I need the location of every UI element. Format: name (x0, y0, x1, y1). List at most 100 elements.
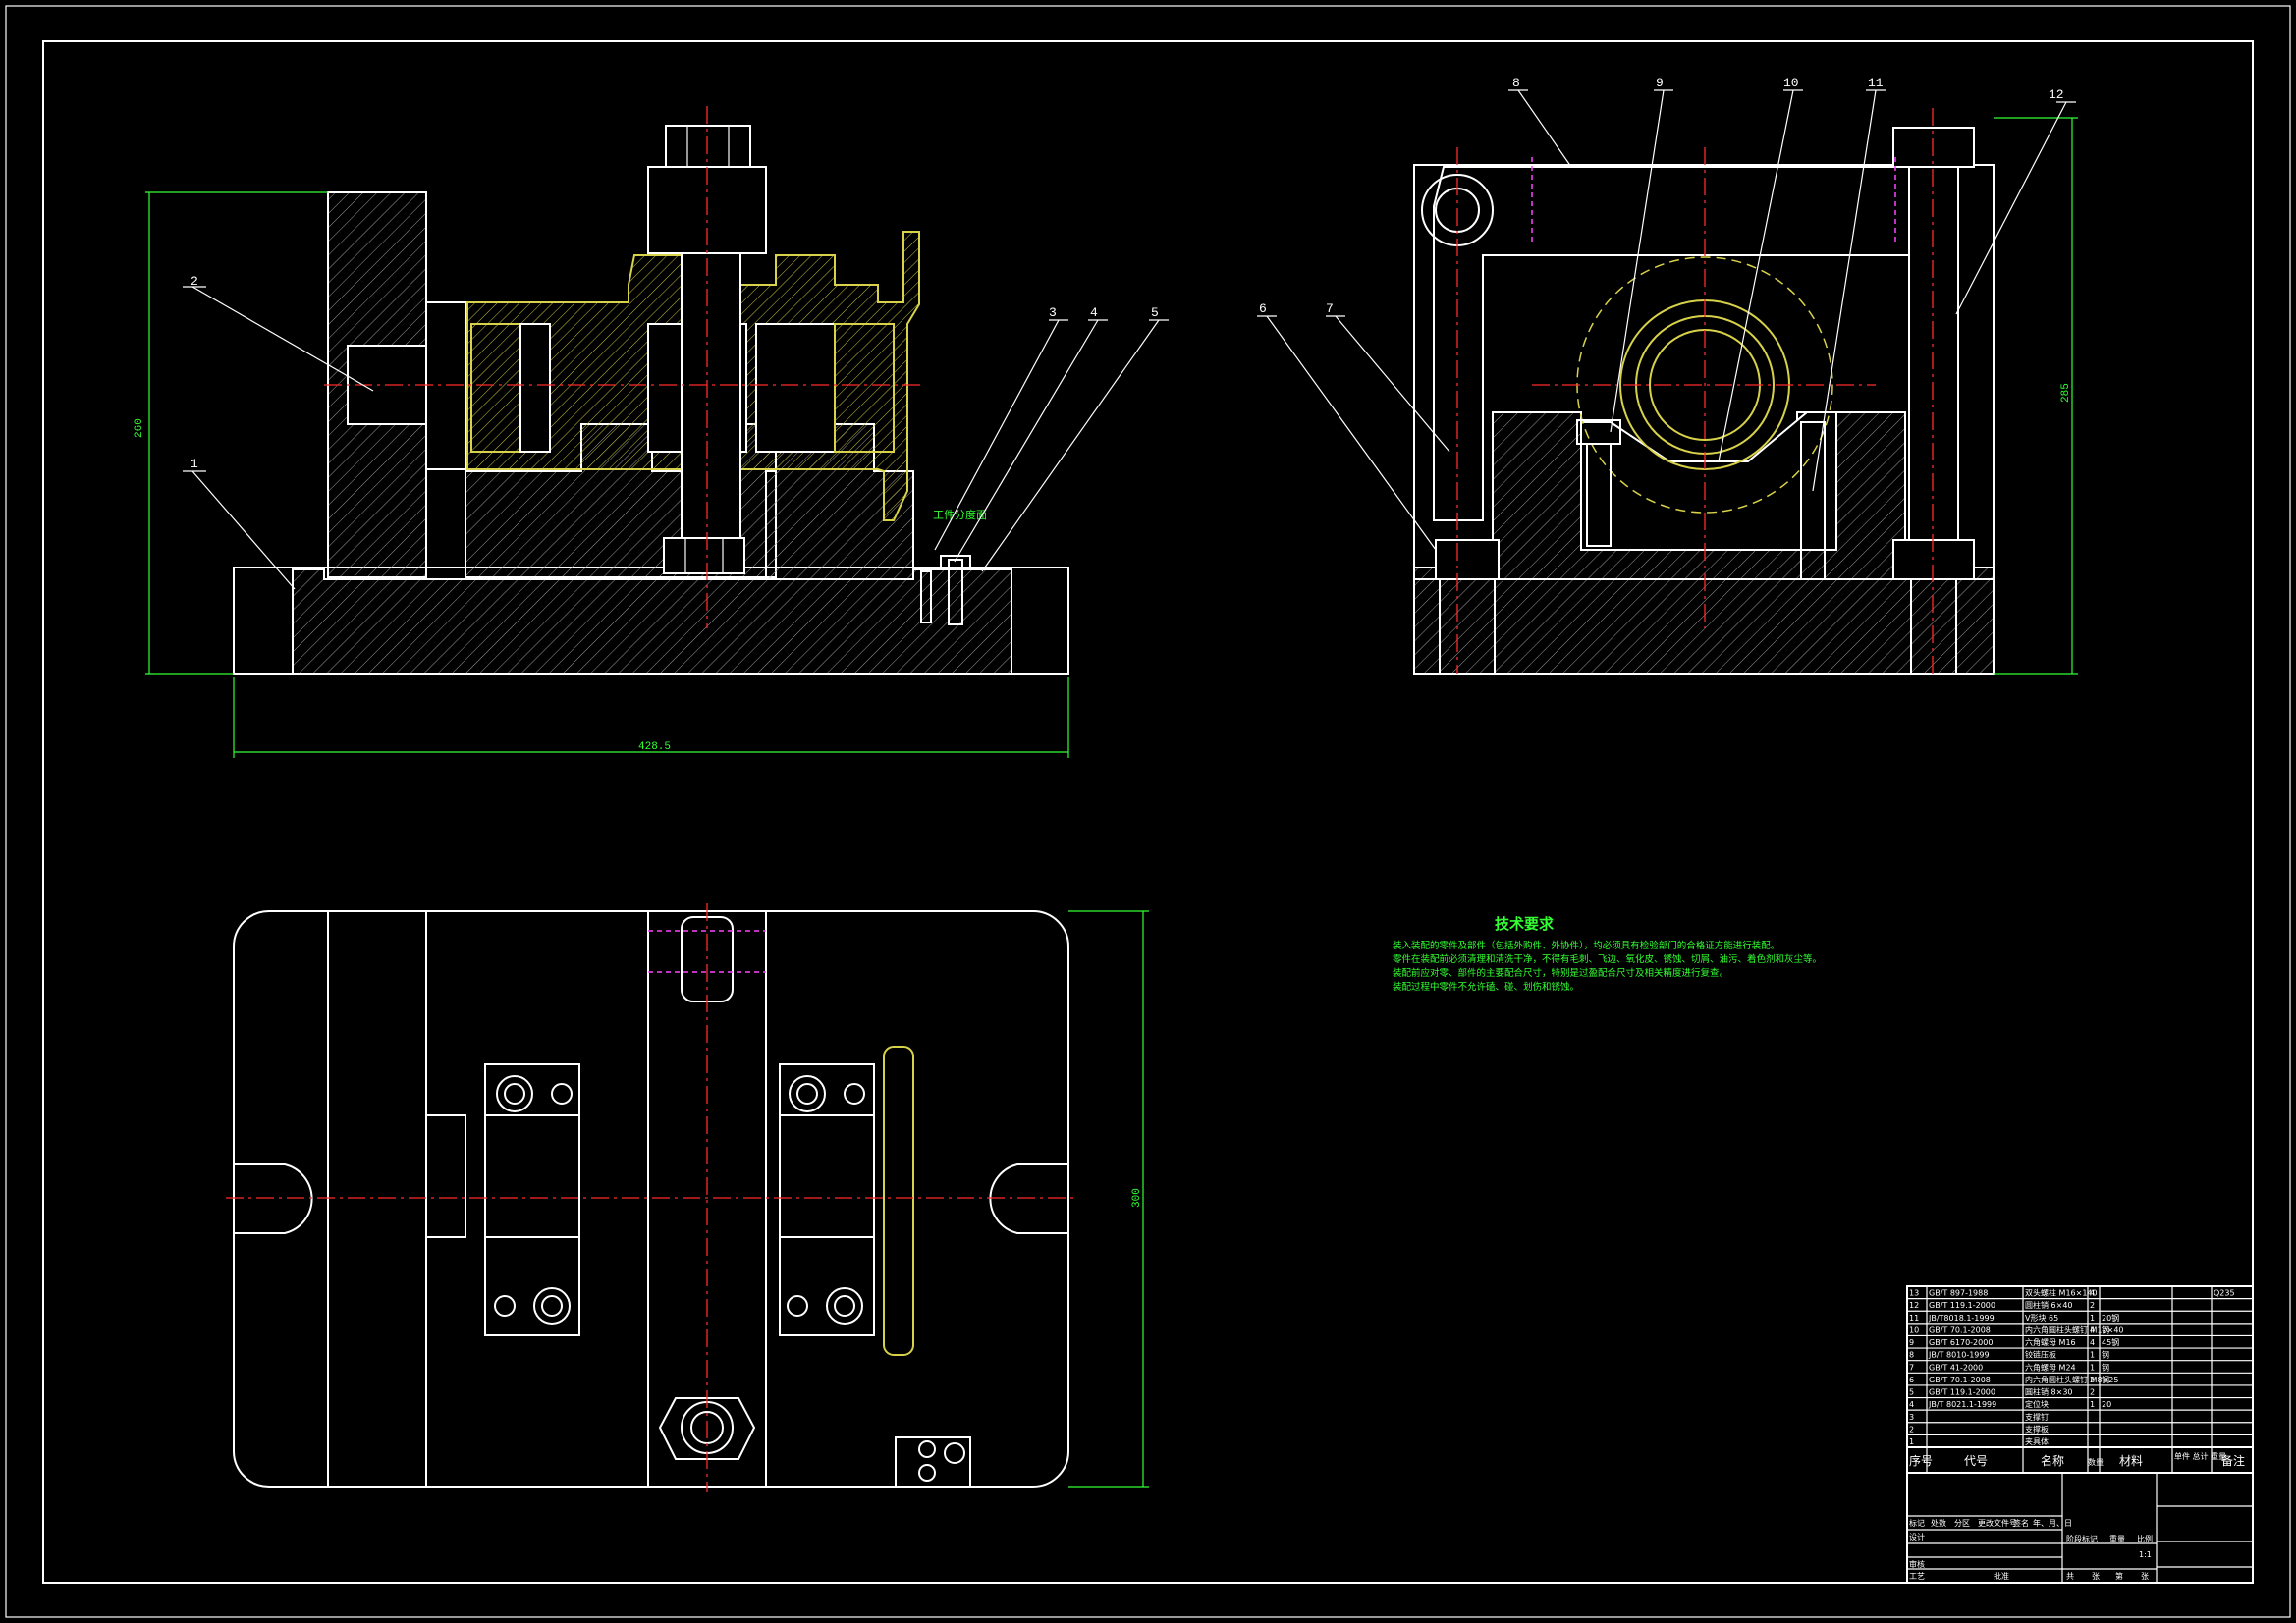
callout-11: 11 (1868, 76, 1884, 90)
bom-cell-name: V形块 65 (2025, 1313, 2058, 1323)
sign-mark: 标记 (1909, 1518, 1925, 1528)
callout-9: 9 (1656, 76, 1664, 90)
bom-cell-no: 7 (1909, 1363, 1914, 1372)
role-review: 审核 (1909, 1559, 1925, 1569)
bom-cell-no: 11 (1909, 1314, 1919, 1323)
side-height-dim: 285 (2060, 383, 2072, 403)
sheet-no-2: 张 (2141, 1572, 2149, 1581)
bom-cell-no: 3 (1909, 1413, 1914, 1422)
bom-cell-code: GB/T 6170-2000 (1929, 1338, 1993, 1347)
scale-label: 比例 (2137, 1534, 2153, 1543)
side-stud (1908, 166, 1959, 541)
top-nut-hex (658, 1397, 756, 1460)
bom-cell-code: GB/T 119.1-2000 (1929, 1388, 1995, 1397)
top-height-dim: 300 (1131, 1188, 1143, 1208)
bom-cell-no: 1 (1909, 1437, 1914, 1446)
bom-cell-no: 9 (1909, 1338, 1914, 1347)
bom-cell-code: GB/T 41-2000 (1929, 1363, 1983, 1372)
role-process: 工艺 (1909, 1572, 1925, 1581)
top-base-outline (233, 910, 1069, 1488)
side-base (1413, 567, 1995, 675)
u-slot-right (989, 1163, 1068, 1234)
bom-cell-qty: 1 (2090, 1314, 2095, 1323)
stud (681, 252, 741, 539)
callout-2: 2 (191, 274, 198, 289)
bom-cell-material: 钢 (2102, 1375, 2109, 1384)
bom-cell-no: 4 (1909, 1400, 1914, 1409)
side-top-nut (1892, 127, 1975, 168)
stage-label: 阶段标记 (2066, 1534, 2098, 1543)
bom-cell-qty: 2 (2090, 1388, 2095, 1397)
side-view: 285 6 7 8 9 10 11 12 (1257, 76, 2078, 675)
u-slot-left (234, 1163, 313, 1234)
bom-cell-material: 20 (2102, 1400, 2111, 1409)
bom-cell-no: 6 (1909, 1376, 1914, 1384)
callout-8: 8 (1512, 76, 1520, 90)
outer-border (5, 5, 2291, 1618)
bom-cell-name: 内六角圆柱头螺钉 M8×25 (2025, 1375, 2118, 1384)
tech-line-3: 装配前应对零、部件的主要配合尺寸，特别是过盈配合尺寸及相关精度进行复查。 (1393, 967, 1728, 979)
bom-cell-no: 5 (1909, 1388, 1914, 1397)
bom-cell-name: 铰链压板 (2025, 1350, 2056, 1360)
tech-line-2: 零件在装配前必须清理和清洗干净，不得有毛刺、飞边、氧化皮、锈蚀、切屑、油污、着色… (1393, 953, 1822, 965)
bom-cell-name: 支撑钉 (2025, 1412, 2049, 1422)
front-height-dim: 260 (134, 418, 145, 438)
callout-1: 1 (191, 457, 198, 471)
bom-cell-qty: 1 (2090, 1400, 2095, 1409)
bom-header-code: 代号 (1964, 1454, 1988, 1468)
sheet-total-1: 共 (2066, 1572, 2074, 1581)
technical-requirements: 技术要求 装入装配的零件及部件（包括外购件、外协件），均必须具有检验部门的合格证… (1393, 915, 1822, 993)
callout-4: 4 (1090, 305, 1098, 320)
bom-cell-name: 双头螺柱 M16×140 (2025, 1288, 2098, 1298)
top-view: 300 (226, 903, 1149, 1492)
front-base-section (292, 568, 1012, 675)
bom-cell-code: GB/T 70.1-2008 (1929, 1325, 1991, 1334)
top-locator-block (895, 1436, 971, 1488)
front-width-dim: 428.5 (638, 741, 671, 753)
tech-line-4: 装配过程中零件不允许磕、碰、划伤和锈蚀。 (1393, 981, 1579, 993)
bom-cell-code: GB/T 70.1-2008 (1929, 1376, 1991, 1384)
bom-cell-material: 钢 (2102, 1362, 2109, 1372)
inner-border (42, 40, 2254, 1584)
role-approve: 批准 (1994, 1571, 2009, 1581)
role-design: 设计 (1909, 1532, 1925, 1542)
bom-cell-qty: 1 (2090, 1363, 2095, 1372)
bom-cell-material: 45钢 (2102, 1337, 2119, 1347)
bom-cell-qty: 4 (2090, 1338, 2095, 1347)
bom-cell-material: 20钢 (2102, 1313, 2119, 1323)
bom-cell-name: 内六角圆柱头螺钉 M12×40 (2025, 1325, 2124, 1334)
bom-cell-code: JB/T 8021.1-1999 (1928, 1400, 1996, 1409)
tech-title: 技术要求 (1495, 915, 1555, 933)
callout-12: 12 (2049, 87, 2064, 102)
bom-cell-no: 8 (1909, 1351, 1914, 1360)
sign-zone: 分区 (1954, 1519, 1970, 1528)
bom-cell-qty: 1 (2090, 1351, 2095, 1360)
bottom-nut (663, 537, 745, 574)
bom-cell-name: 六角螺母 M24 (2025, 1362, 2076, 1372)
bom-cell-name: 定位块 (2025, 1399, 2049, 1409)
sign-doc: 更改文件号 (1978, 1518, 2017, 1528)
bom-cell-code: JB/T8018.1-1999 (1928, 1314, 1995, 1323)
bom-cell-material: 钢 (2102, 1325, 2109, 1334)
front-view: 260 428.5 工件分度面 1 2 3 4 5 (134, 106, 1169, 758)
bom-header-name: 名称 (2041, 1453, 2064, 1468)
bom-cell-no: 10 (1909, 1325, 1919, 1334)
callout-10: 10 (1783, 76, 1799, 90)
bom-header-no: 序号 (1909, 1453, 1933, 1468)
front-note: 工件分度面 (933, 508, 987, 522)
bom-cell-qty: 2 (2090, 1301, 2095, 1310)
callout-5: 5 (1151, 305, 1159, 320)
bom-cell-qty: 4 (2090, 1289, 2095, 1298)
scale-value: 1:1 (2139, 1550, 2152, 1559)
sheet-no-1: 第 (2115, 1571, 2123, 1581)
bom-cell-name: 圆柱销 6×40 (2025, 1300, 2073, 1310)
bom-cell-material: 钢 (2102, 1350, 2109, 1360)
sheet-total-2: 张 (2092, 1572, 2100, 1581)
top-nut (665, 125, 751, 168)
bom-cell-name: 六角螺母 M16 (2025, 1337, 2076, 1347)
sign-date: 年、月、日 (2033, 1518, 2072, 1528)
bom-cell-qty: 4 (2090, 1325, 2095, 1334)
bom-cell-code: JB/T 8010-1999 (1928, 1351, 1990, 1360)
